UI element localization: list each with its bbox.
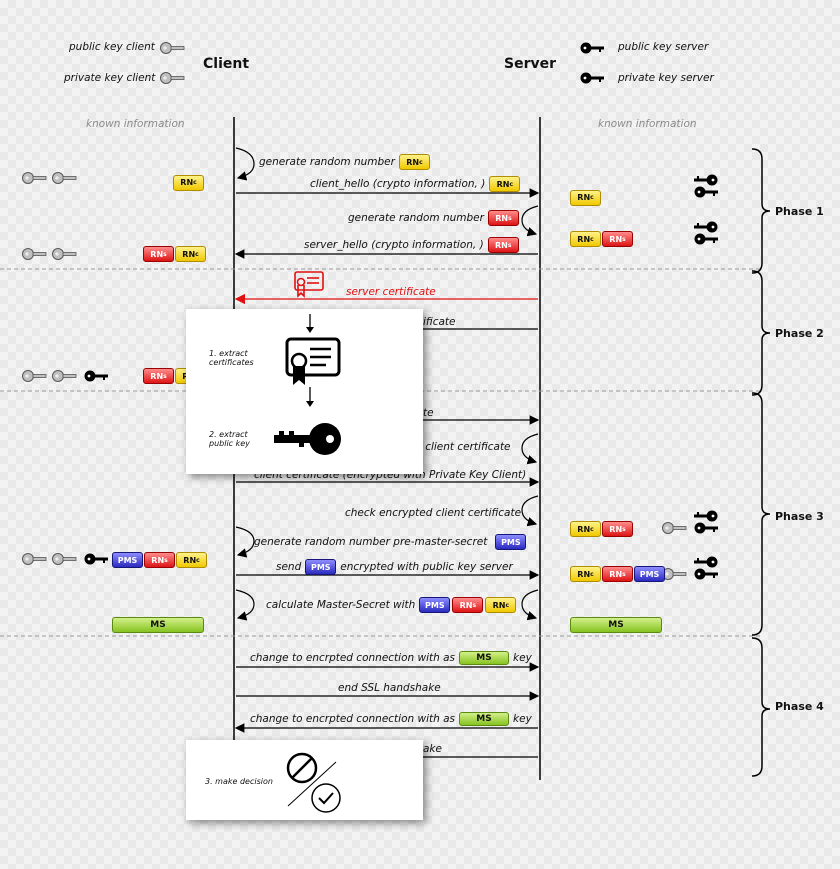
phase-3-label: Phase 3 [775,510,824,523]
phase-4-label: Phase 4 [775,700,824,713]
legend-private-key-server: private key server [618,72,714,84]
msg-end-ssl-handshake: end SSL handshake [338,682,441,694]
popup-make-decision-label: 3. make decision [205,777,273,786]
popup-extract-certificates-label: 1. extract certificates [209,349,254,367]
popup-extract-public-key-label: 2. extract public key [209,430,250,448]
badge-ms: MS [459,651,510,665]
msg-server-certificate: server certificate [346,286,436,298]
legend-public-key-client: public key client [69,41,155,53]
known-information-server: known information [598,118,697,130]
badge-pms: PMS [305,559,337,575]
msg-check-encrypted-client-cert: check encrypted client certificate [345,507,522,519]
legend-public-key-server: public key server [618,41,709,53]
server-known-ms: MS [570,612,662,633]
msg-certificate-partial: ificate [423,316,456,328]
badge-pms: PMS [419,597,451,613]
popup-extract: 1. extract certificates 2. extract publi… [186,309,423,474]
popup-extract-graphics [274,314,341,455]
server-header: Server [504,56,557,72]
msg-change-encrypted-2: change to encrpted connection with as MS… [250,712,532,726]
phase-2-label: Phase 2 [775,327,824,340]
phase-1-label: Phase 1 [775,205,824,218]
msg-generate-pms: generate random number pre-master-secret… [254,534,527,550]
client-header: Client [203,56,250,72]
msg-te-partial: te [423,407,434,419]
certificate-icon [285,337,341,385]
known-information-client: known information [86,118,185,130]
msg-send-pms: send PMS encrypted with public key serve… [276,559,513,575]
badge-pms: PMS [495,534,527,550]
decision-icon [286,752,341,813]
popup-decision: 3. make decision [186,740,423,820]
legend-private-key-client: private key client [64,72,156,84]
client-known-ms: MS [112,612,204,633]
public-key-icon [274,423,341,455]
msg-check-client-cert-partial: ck client certificate [410,441,511,453]
badge-ms: MS [459,712,510,726]
msg-ake-partial: ake [423,743,442,755]
msg-change-encrypted-1: change to encrpted connection with as MS… [250,651,532,665]
